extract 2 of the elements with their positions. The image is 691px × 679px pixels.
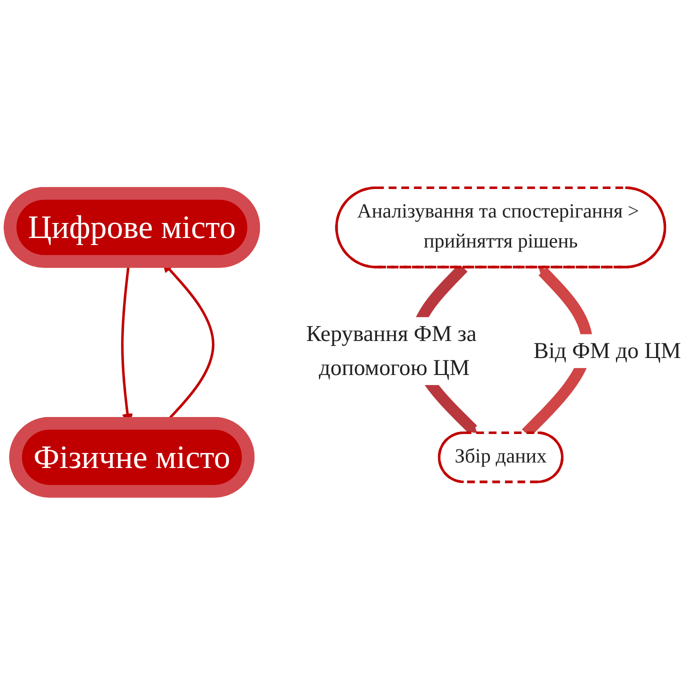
edge-label: Від ФМ до ЦМ: [533, 338, 681, 364]
edge-label: Керування ФМ за допомогою ЦМ: [306, 320, 477, 380]
